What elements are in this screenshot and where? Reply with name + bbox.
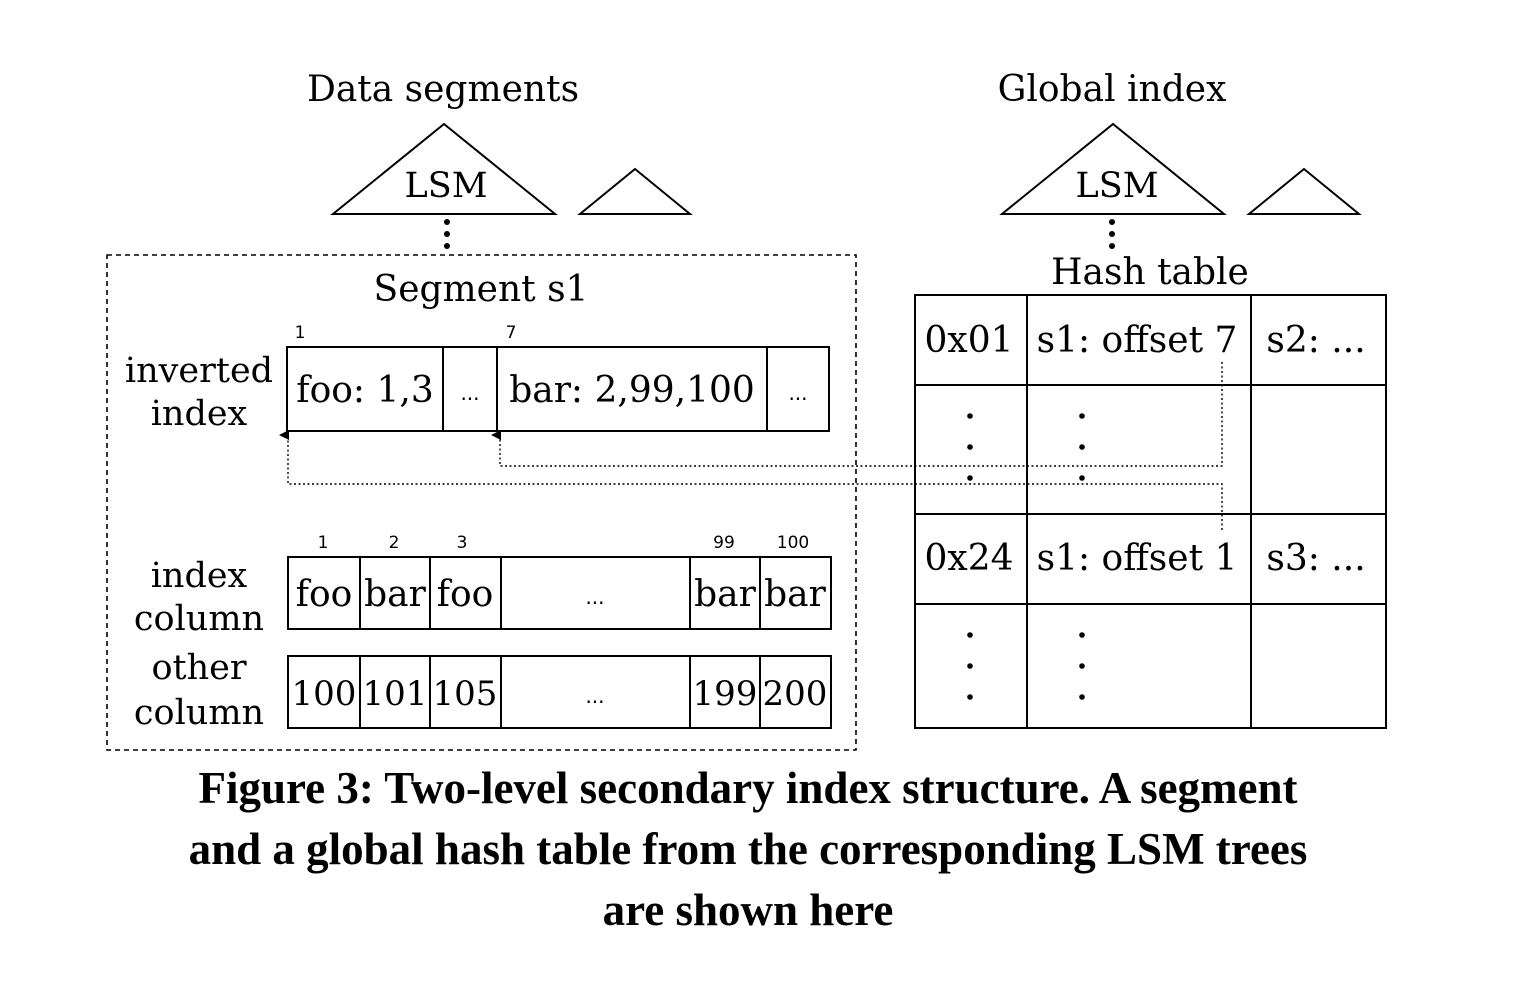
index-column-cell: foo <box>437 574 494 615</box>
hash-entry: s3: ... <box>1266 538 1365 579</box>
hash-key: 0x24 <box>924 538 1013 579</box>
inverted-index-row: foo: 1,3 ... bar: 2,99,100 ... <box>286 346 830 432</box>
lsm-label-left: LSM <box>404 166 487 206</box>
inverted-index-label-line2: index <box>151 394 248 434</box>
caption-line: and a global hash table from the corresp… <box>188 824 1308 874</box>
index-column-cell: bar <box>694 574 757 615</box>
hash-key: 0x01 <box>924 320 1013 361</box>
other-column-cell: 101 <box>363 674 428 714</box>
pointer-arrow-offset-7 <box>491 362 1223 467</box>
inverted-cell: bar: 2,99,100 <box>509 370 755 411</box>
other-column-cell: 200 <box>763 674 828 714</box>
segment-title: Segment s1 <box>374 269 589 310</box>
row-number: 3 <box>457 533 468 553</box>
pointer-arrow-offset-1 <box>279 430 1223 530</box>
global-index-title: Global index <box>998 69 1227 110</box>
index-column-row: foo bar foo ... bar bar <box>287 556 832 630</box>
vertical-ellipsis-left <box>444 219 450 249</box>
index-column-label-line2: column <box>134 599 264 639</box>
row-number: 1 <box>318 533 329 553</box>
other-column-label-line2: column <box>134 693 264 733</box>
inverted-index-label-line1: inverted <box>125 351 273 391</box>
index-column-cell: ... <box>585 585 604 609</box>
row-number: 100 <box>777 533 809 553</box>
other-column-cell: ... <box>585 684 604 708</box>
other-column-cell: 105 <box>433 674 498 714</box>
inverted-cell: ... <box>788 381 807 405</box>
index-column-label-line1: index <box>151 556 248 596</box>
inverted-cell: ... <box>460 381 479 405</box>
index-column-cell: bar <box>364 574 427 615</box>
caption-line: are shown here <box>602 885 894 935</box>
row-number: 2 <box>389 533 400 553</box>
lsm-tree-left: LSM <box>330 122 558 215</box>
other-column-cell: 100 <box>292 674 357 714</box>
other-column-label-line1: other <box>151 648 246 688</box>
hash-table: 0x01 s1: offset 7 s2: ... 0x24 s1: offse… <box>914 294 1387 729</box>
caption-line: Figure 3: Two-level secondary index stru… <box>198 763 1298 813</box>
other-column-cell: 199 <box>693 674 758 714</box>
row-number: 99 <box>713 533 735 553</box>
inverted-offset-1: 1 <box>295 323 306 343</box>
hash-entry: s1: offset 7 <box>1037 320 1238 361</box>
vertical-ellipsis <box>967 413 1085 700</box>
hash-table-title: Hash table <box>1051 252 1249 293</box>
other-column-row: 100 101 105 ... 199 200 <box>287 655 832 729</box>
figure-caption: Figure 3: Two-level secondary index stru… <box>0 758 1496 941</box>
inverted-cell: foo: 1,3 <box>296 370 434 411</box>
lsm-tree-small-right <box>1246 167 1362 215</box>
lsm-tree-right: LSM <box>999 122 1227 215</box>
vertical-ellipsis-right <box>1109 219 1115 249</box>
index-column-cell: foo <box>296 574 353 615</box>
diagram: Data segments LSM Segment s1 inverted in… <box>106 69 1387 751</box>
index-column-cell: bar <box>764 574 827 615</box>
hash-entry: s1: offset 1 <box>1037 538 1238 579</box>
hash-entry: s2: ... <box>1266 320 1365 361</box>
lsm-label-right: LSM <box>1075 166 1158 206</box>
data-segments-title: Data segments <box>307 69 579 110</box>
inverted-offset-7: 7 <box>506 323 517 343</box>
lsm-tree-small-left <box>577 167 693 215</box>
